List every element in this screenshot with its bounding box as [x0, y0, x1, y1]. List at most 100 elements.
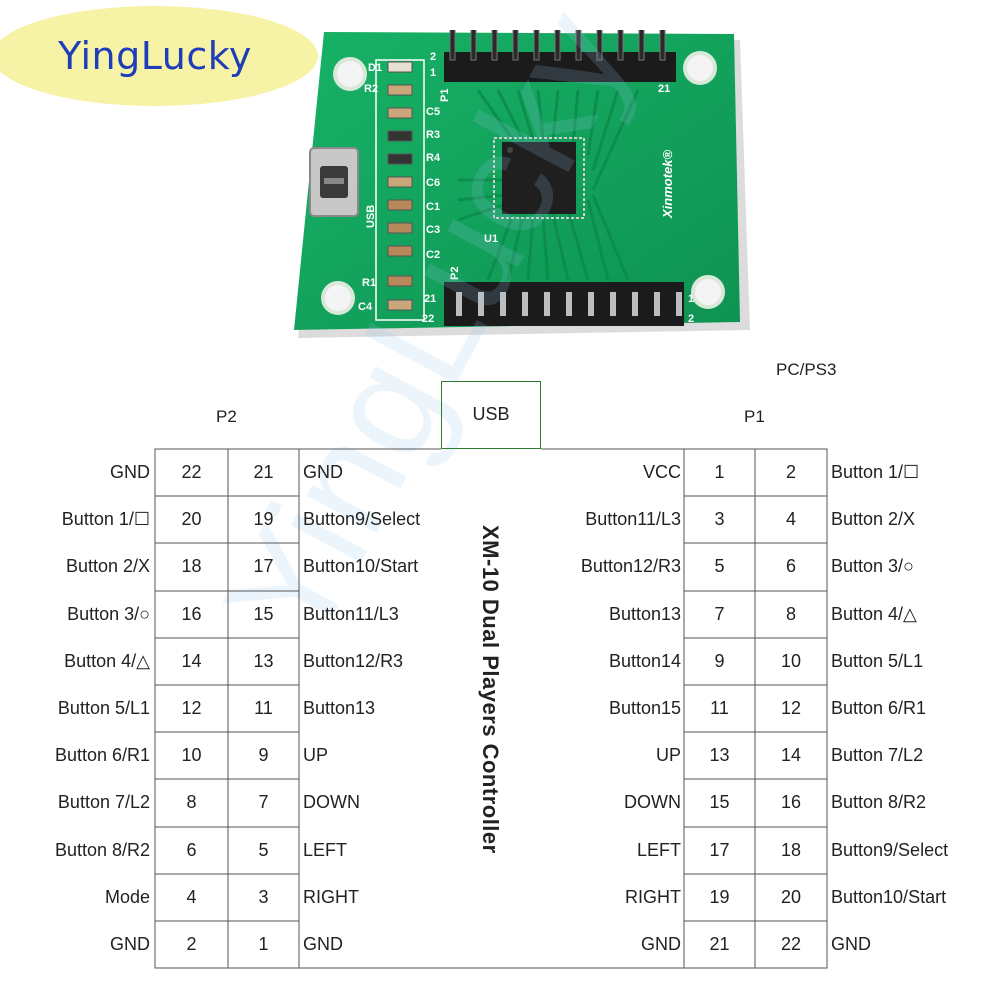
p2-left-label: Button 8/R2 [54, 840, 150, 860]
p2-right-label: LEFT [303, 840, 348, 860]
p1-right-label: Button 3/○ [831, 556, 914, 576]
p1-left-label: UP [655, 745, 681, 765]
p1-left-label: Button14 [608, 651, 681, 671]
p2-right-label: Button13 [303, 698, 376, 718]
p1-right-label: Button 6/R1 [831, 698, 927, 718]
pcb-label: R4 [426, 152, 441, 164]
p1-right-label: Button 8/R2 [831, 792, 927, 812]
p1-left-label: GND [641, 934, 681, 954]
p1-right-label: Button 4/△ [831, 604, 917, 624]
p2-pin-number: 8 [186, 792, 197, 812]
p1-pin-number: 22 [780, 934, 802, 954]
p2-left-label: Button 5/L1 [57, 698, 150, 718]
p2-left-label: Mode [104, 887, 150, 907]
pcb-label: R2 [364, 83, 378, 95]
pcb-pin-mark: 1 [430, 67, 436, 79]
p1-pin-number: 17 [709, 840, 730, 860]
p1-pin-number: 19 [709, 887, 730, 907]
p2-pin-number: 13 [253, 651, 274, 671]
p2-pin-number: 7 [258, 792, 269, 812]
component-silk-outline [375, 59, 425, 321]
pcb-traces [457, 89, 640, 281]
pcb-board: D1 R2 C5 R3 R4 C6 C1 C3 C2 R1 C4 USB U1 … [294, 27, 750, 338]
p2-pin-number: 15 [253, 604, 274, 624]
p2-pin-number: 22 [181, 462, 202, 482]
p2-left-label: Button 1/☐ [61, 509, 150, 529]
brand-logo-text: YingLucky [58, 34, 252, 78]
p2-right-label: DOWN [303, 792, 360, 812]
pcb-photo: D1 R2 C5 R3 R4 C6 C1 C3 C2 R1 C4 USB U1 … [288, 27, 758, 350]
p1-right-label: Button 7/L2 [831, 745, 924, 765]
p1-left-label: RIGHT [625, 887, 681, 907]
pcb-label: C3 [426, 224, 440, 236]
p2-left-label: Button 4/△ [64, 651, 150, 671]
p1-pin-number: 16 [780, 792, 802, 812]
p1-left-label: Button13 [608, 604, 681, 624]
p1-right-label: Button 5/L1 [831, 651, 924, 671]
pcb-pin-mark: 22 [422, 313, 434, 325]
p1-left-label: Button15 [608, 698, 681, 718]
p2-header: P2 [216, 407, 237, 426]
header-p2 [444, 282, 684, 326]
p2-right-label: Button12/R3 [303, 651, 404, 671]
p2-right-label: Button10/Start [303, 556, 419, 576]
p2-pin-number: 18 [181, 556, 202, 576]
p2-right-label: GND [303, 462, 343, 482]
pcb-pin-mark: 21 [658, 83, 670, 95]
p1-pin-number: 10 [780, 651, 802, 671]
p1-pin-number: 18 [780, 840, 802, 860]
p1-right-label: Button 1/☐ [831, 462, 920, 482]
p2-pin-number: 3 [258, 887, 269, 907]
p2-left-label: Button 2/X [65, 556, 150, 576]
p2-pin-number: 9 [258, 745, 269, 765]
p2-pin-number: 21 [253, 462, 274, 482]
p1-left-label: LEFT [636, 840, 681, 860]
p2-left-label: GND [110, 934, 150, 954]
pcb-p1-label: P1 [439, 89, 451, 102]
pcb-label: C2 [426, 249, 440, 261]
pcb-u1-label: U1 [484, 233, 498, 245]
p1-pin-number: 13 [709, 745, 730, 765]
p1-left-label: Button11/L3 [585, 509, 681, 529]
pcb-label: C4 [358, 301, 373, 313]
pcb-label: C6 [426, 177, 440, 189]
pcb-label: C1 [426, 201, 440, 213]
p2-pin-number: 5 [258, 840, 269, 860]
micro-usb-port [309, 147, 359, 217]
p1-pin-number: 7 [714, 604, 725, 624]
p1-left-label: Button12/R3 [580, 556, 681, 576]
p1-pin-number: 4 [785, 509, 796, 529]
p1-pin-number: 2 [785, 462, 796, 482]
p2-pin-number: 16 [181, 604, 202, 624]
p2-left-label: Button 7/L2 [57, 792, 150, 812]
p2-right-label: RIGHT [303, 887, 359, 907]
controller-title: XM-10 Dual Players Controller [478, 525, 503, 854]
p1-pin-number: 11 [710, 698, 729, 718]
usb-port-box: USB [441, 381, 541, 449]
pcb-label: R1 [362, 277, 376, 289]
microcontroller-chip [493, 137, 585, 219]
pcb-brand-mark: Xinmotek® [660, 149, 675, 219]
pcb-label-d1: D1 [368, 62, 382, 74]
p1-pin-number: 12 [780, 698, 802, 718]
p2-left-label: Button 6/R1 [54, 745, 150, 765]
platform-label: PC/PS3 [776, 360, 837, 379]
p2-right-label: Button9/Select [303, 509, 421, 529]
p1-left-label: DOWN [624, 792, 681, 812]
p2-pin-number: 4 [186, 887, 197, 907]
p1-left-label: VCC [642, 462, 681, 482]
p1-pin-number: 21 [709, 934, 730, 954]
p2-left-label: GND [110, 462, 150, 482]
p2-right-label: UP [303, 745, 329, 765]
pcb-p2-label: P2 [449, 267, 461, 280]
smd-components [387, 61, 413, 311]
pcb-pin-mark: 2 [430, 51, 436, 63]
p2-pin-number: 12 [181, 698, 202, 718]
p1-right-label: Button 2/X [831, 509, 916, 529]
p2-pin-number: 19 [253, 509, 274, 529]
p1-pin-number: 8 [785, 604, 796, 624]
pcb-pin-mark: 1 [688, 293, 694, 305]
p2-pin-number: 2 [186, 934, 197, 954]
p2-pin-number: 17 [253, 556, 274, 576]
